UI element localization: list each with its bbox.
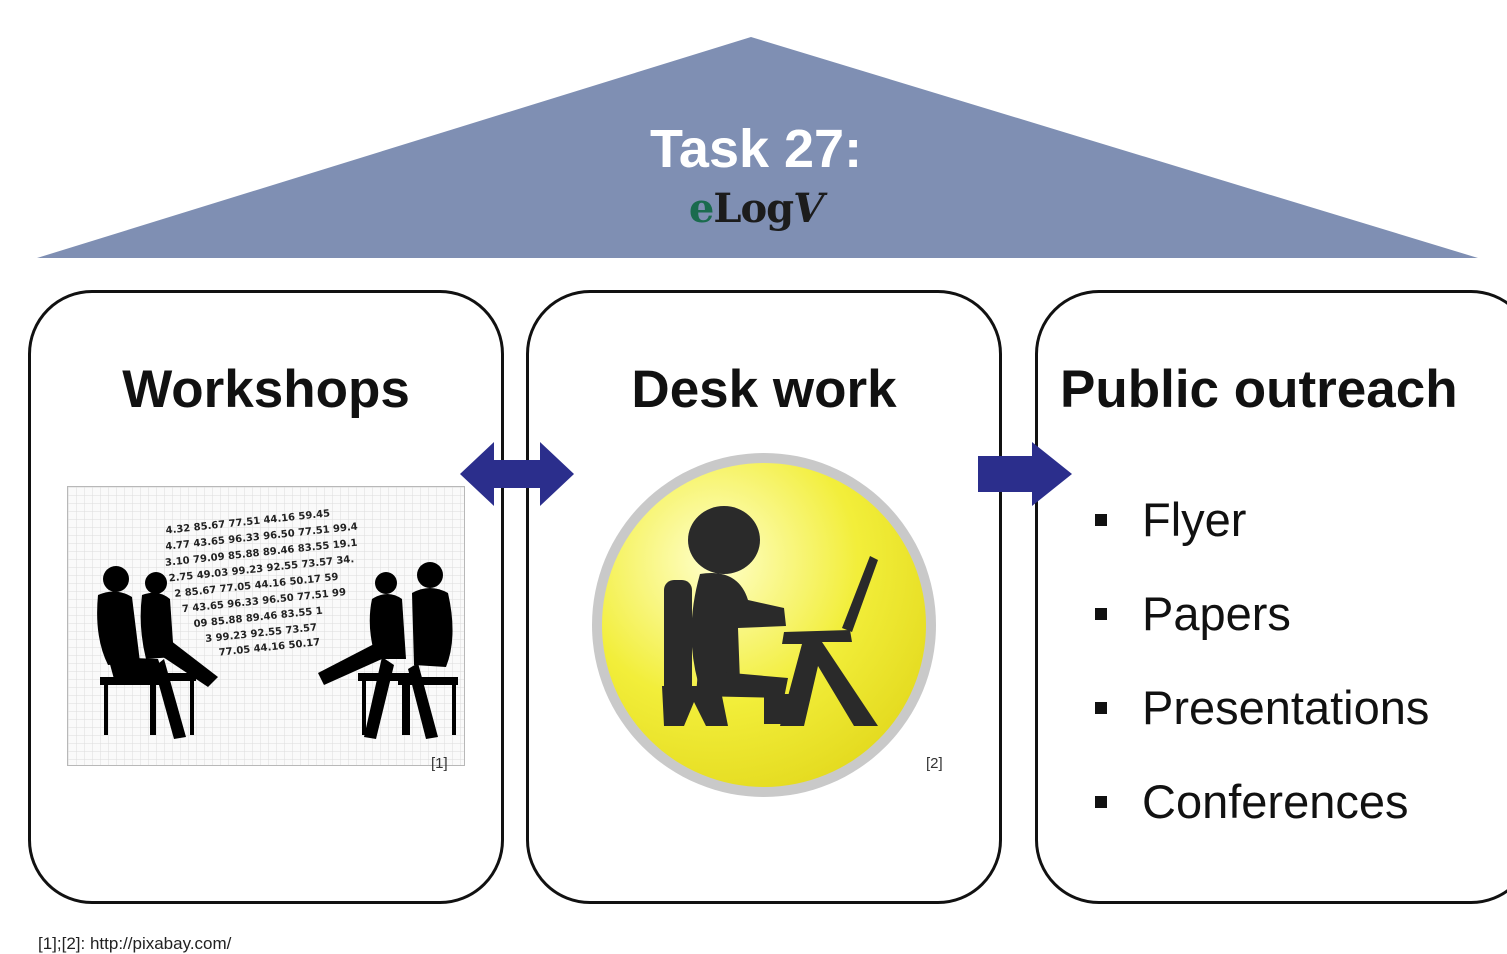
bullet-icon — [1095, 514, 1107, 526]
right-arrow-icon — [978, 442, 1072, 506]
roof-triangle — [37, 37, 1478, 258]
bullet-icon — [1095, 608, 1107, 620]
logo-letter-e: e — [688, 185, 714, 232]
double-arrow-icon — [460, 442, 574, 506]
reference-2: [2] — [926, 755, 943, 772]
public-outreach-box: Public outreach — [1035, 290, 1507, 904]
source-note: [1];[2]: http://pixabay.com/ — [38, 934, 232, 953]
public-outreach-title: Public outreach — [1060, 360, 1458, 419]
bullet-icon — [1095, 796, 1107, 808]
elogv-logo: eLogV — [606, 185, 906, 232]
reference-1: [1] — [431, 755, 448, 772]
logo-letter-v: V — [793, 185, 824, 232]
roof-title: Task 27: — [649, 119, 863, 179]
meeting-silhouettes-icon: 4.32 85.67 77.51 44.16 59.45 4.77 43.65 … — [67, 486, 465, 766]
bullet-icon — [1095, 702, 1107, 714]
logo-letters-log: Log — [713, 185, 794, 232]
desk-work-title: Desk work — [631, 360, 897, 419]
workshops-title: Workshops — [122, 360, 410, 419]
person-at-laptop-icon — [592, 453, 936, 797]
